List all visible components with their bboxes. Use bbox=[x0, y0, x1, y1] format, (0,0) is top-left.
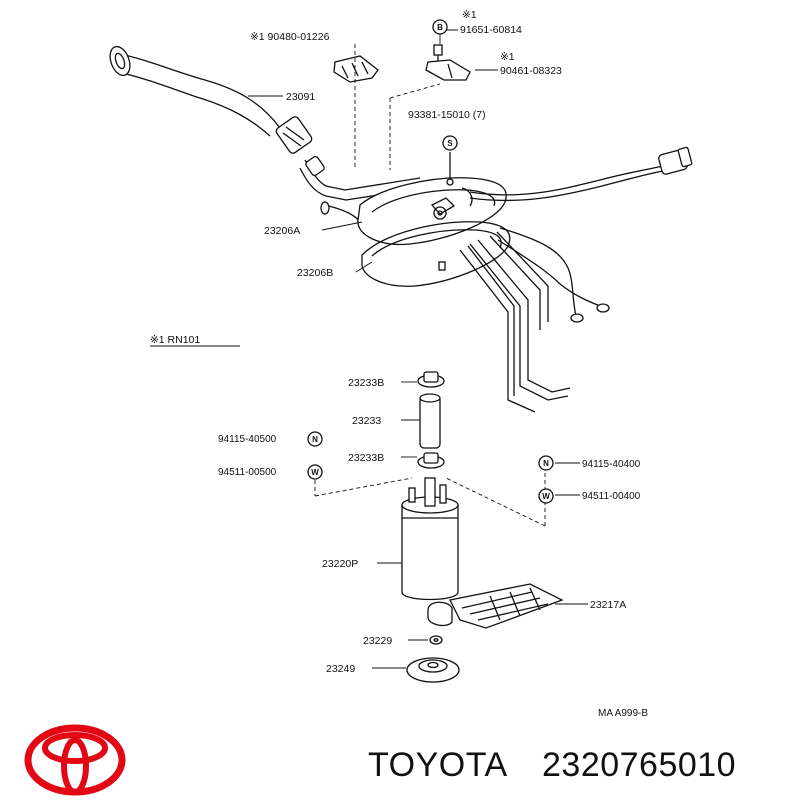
label-90461-08323: 90461-08323 bbox=[500, 65, 562, 77]
fuel-pump-23220P bbox=[401, 477, 459, 601]
ref-circle-N-right: N bbox=[538, 455, 554, 471]
pump-bracket-23206A bbox=[357, 177, 507, 246]
circle-N-letter: N bbox=[543, 459, 549, 468]
label-23220P: 23220P bbox=[322, 558, 358, 570]
leader-lines bbox=[248, 29, 588, 669]
circle-B-letter: B bbox=[437, 23, 443, 32]
ref-circle-S: S bbox=[442, 135, 458, 151]
logo-vertical-ring bbox=[61, 737, 89, 795]
screw-93381 bbox=[446, 152, 454, 186]
washer-23229 bbox=[429, 635, 443, 645]
clamp-23233B-bottom bbox=[417, 452, 445, 469]
hose-23233 bbox=[419, 393, 441, 449]
label-90480-01226: ※1 90480-01226 bbox=[250, 31, 330, 43]
filter-23217A bbox=[427, 583, 564, 629]
clamp-23233B-top bbox=[417, 371, 445, 388]
label-rn101: ※1 RN101 bbox=[150, 334, 200, 346]
label-star1-mid: ※1 bbox=[500, 51, 515, 63]
fuel-suction-tubes bbox=[459, 231, 571, 413]
ref-circle-W-right: W bbox=[538, 488, 554, 504]
label-23229: 23229 bbox=[363, 635, 392, 647]
brand-name: TOYOTA bbox=[368, 746, 508, 784]
circle-W-letter: W bbox=[311, 468, 319, 477]
label-23233B-bottom: 23233B bbox=[348, 452, 384, 464]
fuel-tube bbox=[299, 155, 425, 223]
label-23249: 23249 bbox=[326, 663, 355, 675]
cushion-23249 bbox=[406, 657, 460, 683]
label-23233B-top: 23233B bbox=[348, 377, 384, 389]
pump-wiring bbox=[469, 146, 693, 323]
circle-S-letter: S bbox=[447, 139, 453, 148]
clip-90461-08323 bbox=[425, 59, 471, 81]
fuel-hose-23091 bbox=[109, 45, 313, 154]
diagram-code: MA A999-B bbox=[598, 708, 648, 719]
label-93381-15010: 93381-15010 (7) bbox=[408, 109, 486, 121]
label-23091: 23091 bbox=[286, 91, 315, 103]
label-star1-top: ※1 bbox=[462, 9, 477, 21]
logo-horizontal-ring bbox=[42, 732, 108, 764]
brand-part-number: 2320765010 bbox=[542, 746, 736, 784]
label-23206B: 23206B bbox=[297, 267, 333, 279]
label-91651-60814: 91651-60814 bbox=[460, 24, 522, 36]
ref-circle-B: B bbox=[432, 19, 448, 35]
ref-circle-W-left: W bbox=[307, 464, 323, 480]
circle-W-letter: W bbox=[542, 492, 550, 501]
bolt-91651-60814 bbox=[433, 44, 443, 62]
label-23217A: 23217A bbox=[590, 599, 626, 611]
toyota-logo bbox=[24, 724, 126, 796]
ref-circle-N-left: N bbox=[307, 431, 323, 447]
label-94115-40500: 94115-40500 bbox=[218, 434, 277, 445]
clamp-90480-01226 bbox=[333, 55, 379, 83]
label-94115-40400: 94115-40400 bbox=[582, 459, 641, 470]
label-94511-00500: 94511-00500 bbox=[218, 467, 277, 478]
label-23206A: 23206A bbox=[264, 225, 300, 237]
label-23233: 23233 bbox=[352, 415, 381, 427]
label-94511-00400: 94511-00400 bbox=[582, 491, 641, 502]
circle-N-letter: N bbox=[312, 435, 318, 444]
